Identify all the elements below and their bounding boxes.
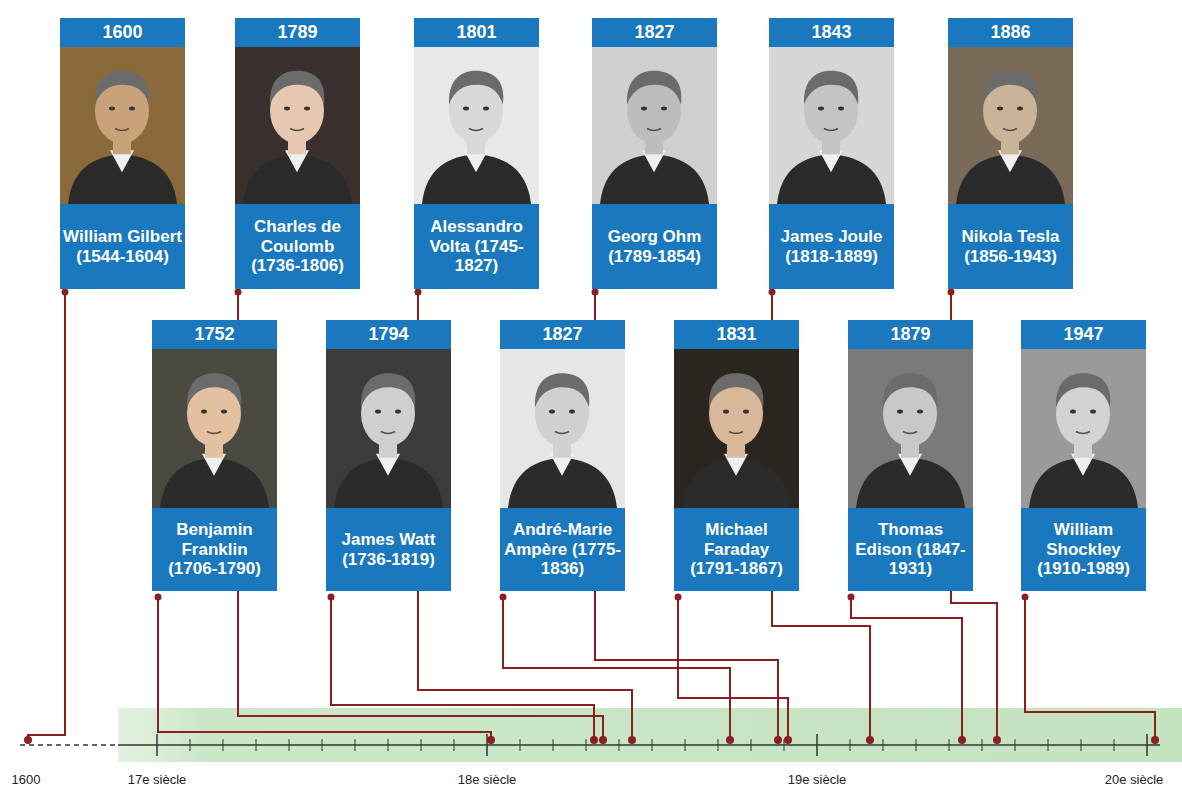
name-panel: William Shockley (1910-1989) (1021, 508, 1146, 591)
name-panel: Georg Ohm (1789-1854) (592, 204, 717, 289)
portrait-card: 1827André-Marie Ampère (1775-1836) (500, 320, 625, 591)
year-header: 1801 (414, 18, 539, 47)
person-name: William Shockley (1910-1989) (1024, 520, 1143, 579)
year-header: 1752 (152, 320, 277, 349)
portrait-card: 1879Thomas Edison (1847-1931) (848, 320, 973, 591)
year-header: 1827 (500, 320, 625, 349)
portrait-card: 1801Alessandro Volta (1745-1827) (414, 18, 539, 289)
portrait-card: 1794James Watt (1736-1819) (326, 320, 451, 591)
axis-label: 18e siècle (458, 772, 517, 787)
photo-frame (592, 47, 717, 204)
photo-frame (414, 47, 539, 204)
portrait-card: 1752Benjamin Franklin (1706-1790) (152, 320, 277, 591)
person-name: Nikola Tesla (1856-1943) (951, 227, 1070, 266)
person-name: Michael Faraday (1791-1867) (677, 520, 796, 579)
name-panel: Thomas Edison (1847-1931) (848, 508, 973, 591)
photo-frame (235, 47, 360, 204)
photo-frame (326, 349, 451, 508)
name-panel: James Joule (1818-1889) (769, 204, 894, 289)
person-name: Alessandro Volta (1745-1827) (417, 217, 536, 276)
photo-frame (500, 349, 625, 508)
name-panel: Benjamin Franklin (1706-1790) (152, 508, 277, 591)
name-panel: Nikola Tesla (1856-1943) (948, 204, 1073, 289)
photo-frame (60, 47, 185, 204)
person-name: Benjamin Franklin (1706-1790) (155, 520, 274, 579)
photo-frame (674, 349, 799, 508)
name-panel: William Gilbert (1544-1604) (60, 204, 185, 289)
person-name: William Gilbert (1544-1604) (63, 227, 182, 266)
year-header: 1794 (326, 320, 451, 349)
photo-frame (948, 47, 1073, 204)
portrait-card: 1789Charles de Coulomb (1736-1806) (235, 18, 360, 289)
person-name: Thomas Edison (1847-1931) (851, 520, 970, 579)
name-panel: André-Marie Ampère (1775-1836) (500, 508, 625, 591)
year-header: 1600 (60, 18, 185, 47)
portrait-card: 1947William Shockley (1910-1989) (1021, 320, 1146, 591)
portrait-card: 1886Nikola Tesla (1856-1943) (948, 18, 1073, 289)
axis-label: 20e siècle (1105, 772, 1164, 787)
person-name: Charles de Coulomb (1736-1806) (238, 217, 357, 276)
photo-frame (848, 349, 973, 508)
photo-frame (769, 47, 894, 204)
year-header: 1947 (1021, 320, 1146, 349)
year-header: 1789 (235, 18, 360, 47)
axis-label: 19e siècle (788, 772, 847, 787)
axis-label: 17e siècle (128, 772, 187, 787)
name-panel: Michael Faraday (1791-1867) (674, 508, 799, 591)
portrait-card: 1827Georg Ohm (1789-1854) (592, 18, 717, 289)
portrait-card: 1843James Joule (1818-1889) (769, 18, 894, 289)
axis-label: 1600 (12, 772, 41, 787)
person-name: James Watt (1736-1819) (329, 530, 448, 569)
photo-frame (152, 349, 277, 508)
person-name: James Joule (1818-1889) (772, 227, 891, 266)
year-header: 1843 (769, 18, 894, 47)
photo-frame (1021, 349, 1146, 508)
year-header: 1827 (592, 18, 717, 47)
year-header: 1879 (848, 320, 973, 349)
name-panel: Alessandro Volta (1745-1827) (414, 204, 539, 289)
person-name: André-Marie Ampère (1775-1836) (503, 520, 622, 579)
portrait-card: 1600William Gilbert (1544-1604) (60, 18, 185, 289)
name-panel: Charles de Coulomb (1736-1806) (235, 204, 360, 289)
person-name: Georg Ohm (1789-1854) (595, 227, 714, 266)
portrait-card: 1831Michael Faraday (1791-1867) (674, 320, 799, 591)
name-panel: James Watt (1736-1819) (326, 508, 451, 591)
year-header: 1886 (948, 18, 1073, 47)
year-header: 1831 (674, 320, 799, 349)
